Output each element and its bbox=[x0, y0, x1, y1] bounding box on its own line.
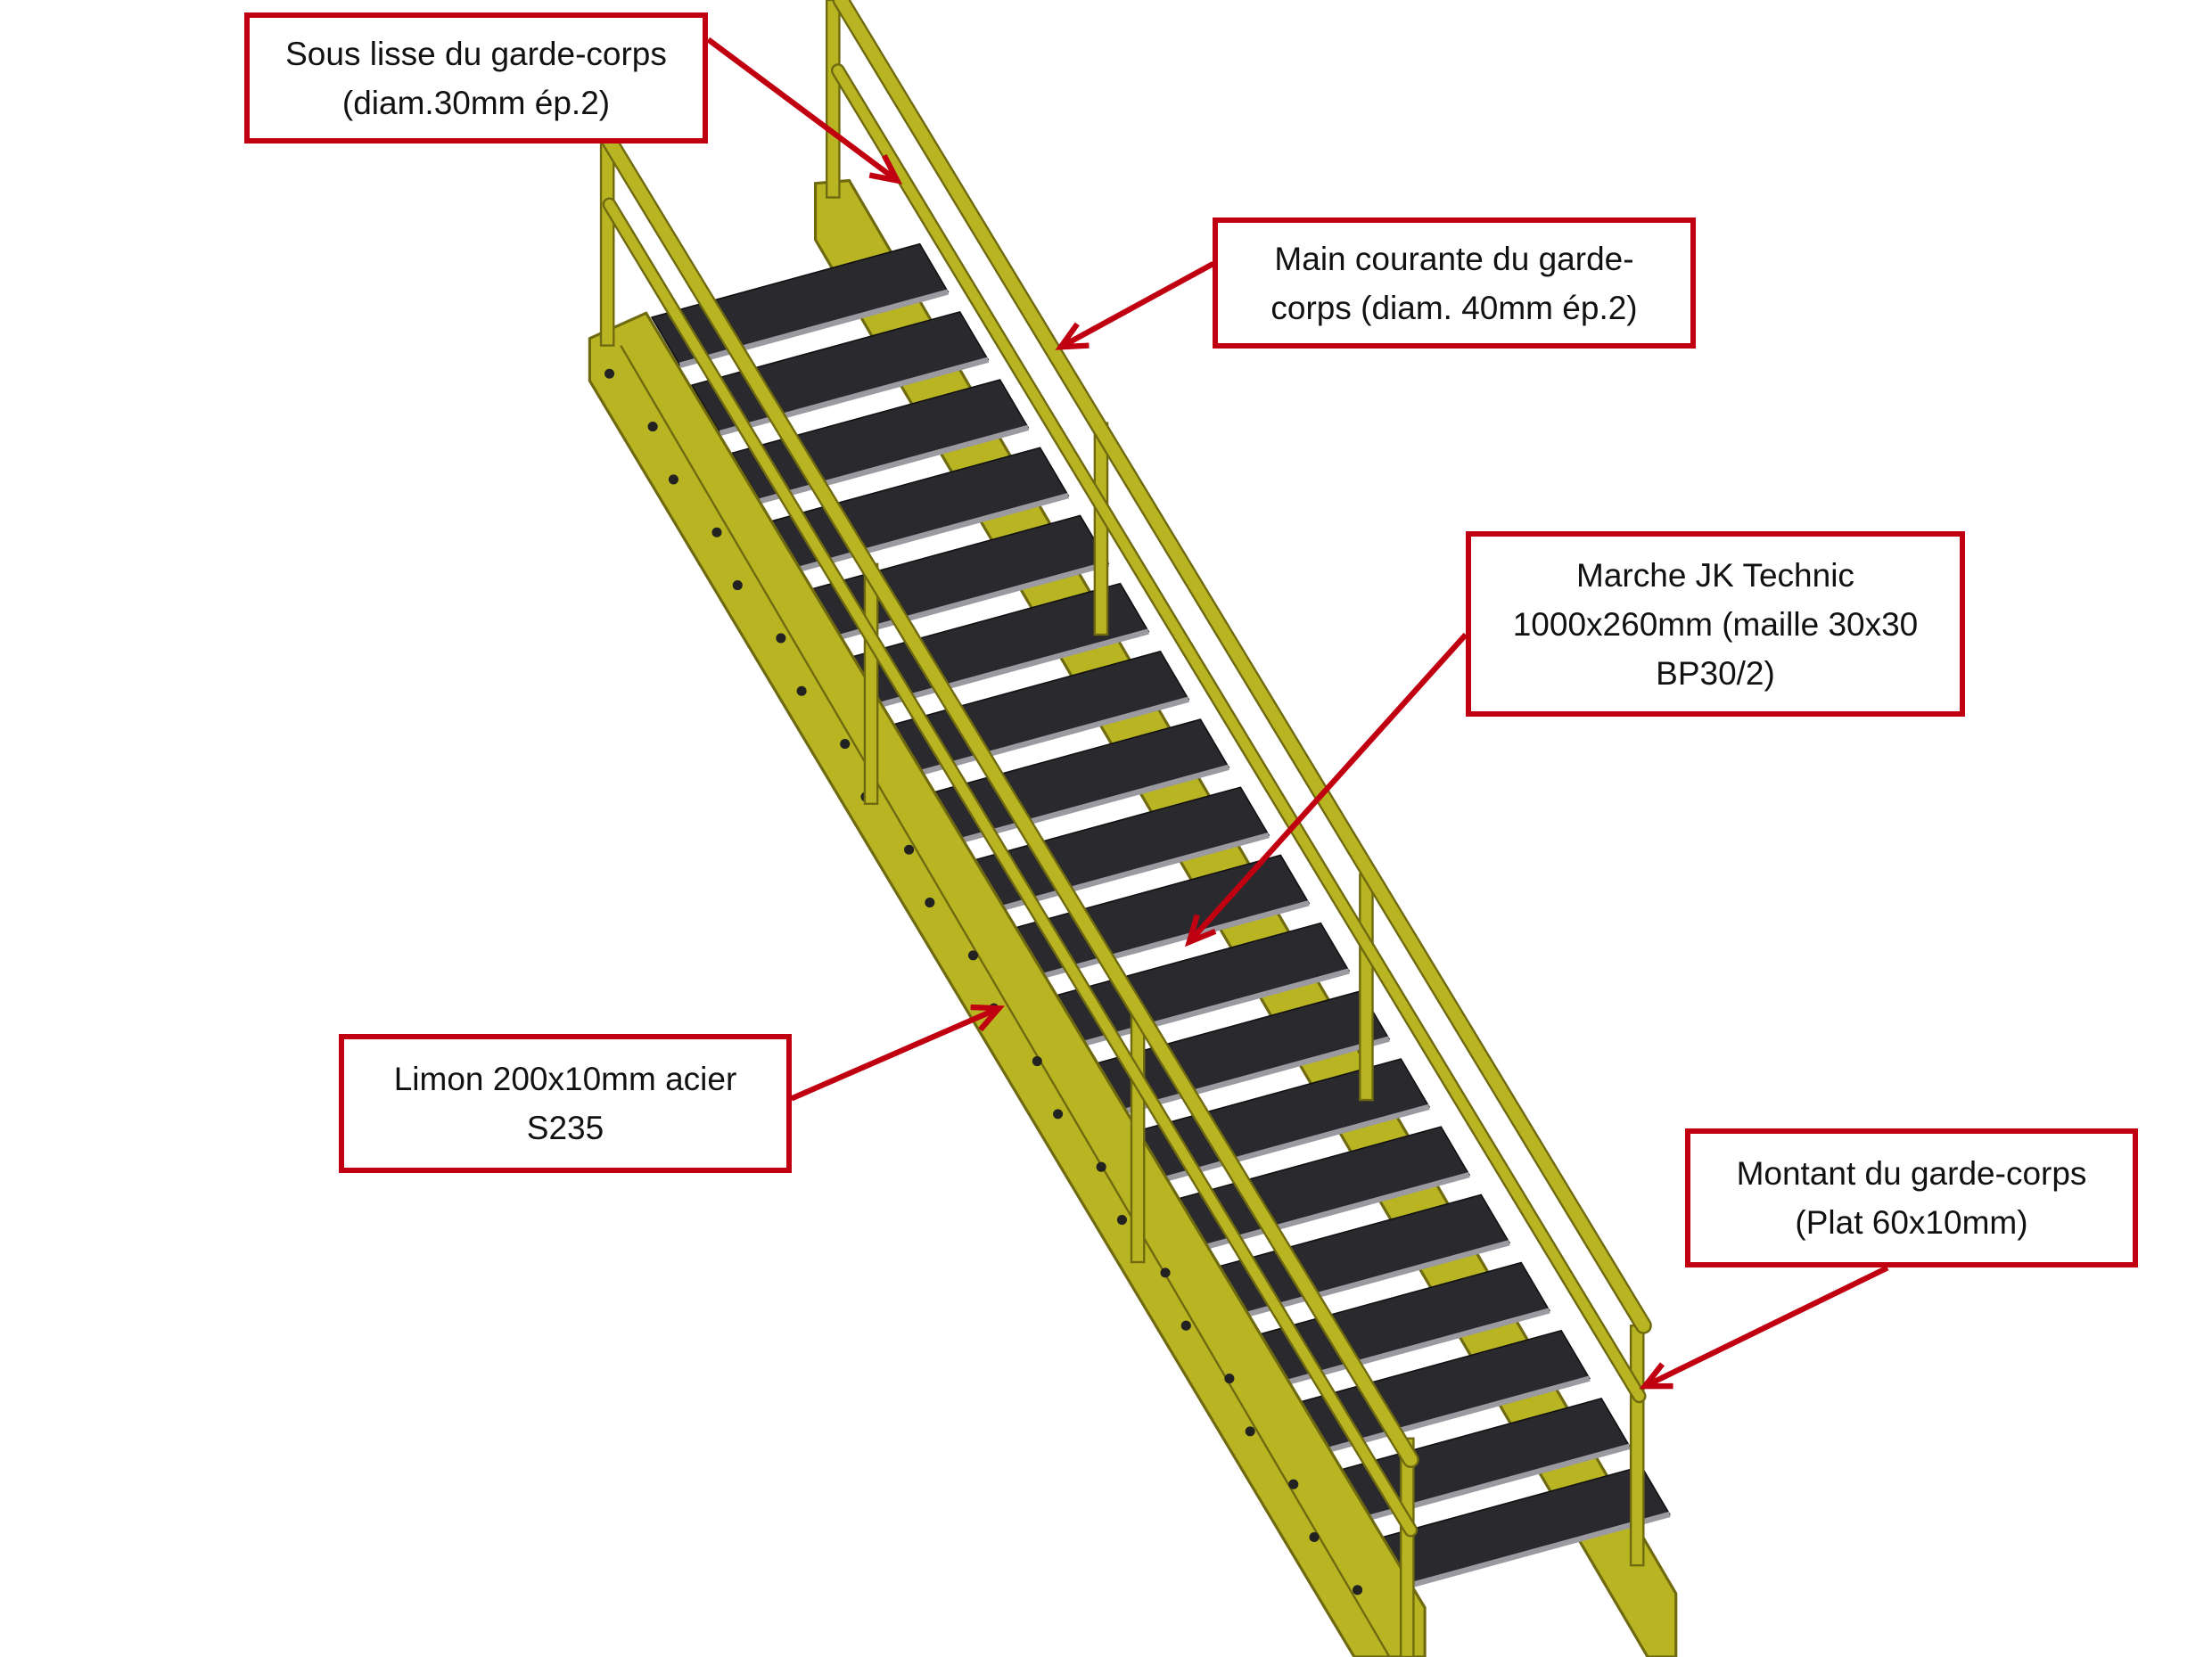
right-railing-post bbox=[826, 0, 841, 199]
bolt-hole bbox=[647, 422, 658, 432]
right-midrail bbox=[833, 65, 1645, 1401]
tread-nosing bbox=[1120, 1036, 1390, 1115]
bolt-hole bbox=[1180, 1320, 1191, 1331]
callout-marche: Marche JK Technic 1000x260mm (maille 30x… bbox=[1466, 531, 1965, 717]
left-midrail bbox=[604, 199, 1416, 1536]
bolt-hole bbox=[796, 685, 807, 696]
tread-nosing bbox=[1160, 1103, 1430, 1184]
left-railing-post bbox=[863, 562, 879, 805]
callout-montant: Montant du garde-corps (Plat 60x10mm) bbox=[1685, 1128, 2138, 1267]
bolt-hole bbox=[732, 580, 743, 591]
tread-nosing bbox=[719, 357, 990, 437]
bolt-hole bbox=[967, 950, 978, 961]
bolt-hole bbox=[776, 633, 786, 644]
bolt-hole bbox=[1245, 1426, 1255, 1437]
callout-text: Main courante du garde- corps (diam. 40m… bbox=[1270, 240, 1638, 326]
arrowhead-icon bbox=[1055, 322, 1090, 350]
callout-text: Marche JK Technic 1000x260mm (maille 30x… bbox=[1512, 556, 1919, 692]
callout-limon: Limon 200x10mm acier S235 bbox=[339, 1034, 792, 1173]
tread-nosing bbox=[799, 493, 1070, 572]
left-railing-post bbox=[1130, 1007, 1146, 1264]
right-handrail bbox=[834, 0, 1650, 1333]
bolt-hole bbox=[1288, 1479, 1299, 1489]
bolt-hole bbox=[925, 898, 935, 908]
bolt-hole bbox=[1353, 1585, 1363, 1595]
callout-arrow bbox=[1059, 261, 1215, 349]
left-stringer-edge bbox=[620, 345, 1391, 1657]
callout-main-courante: Main courante du garde- corps (diam. 40m… bbox=[1213, 217, 1696, 349]
tread-nosing bbox=[879, 628, 1149, 708]
bolt-hole bbox=[1160, 1267, 1171, 1278]
callout-sous-lisse: Sous lisse du garde-corps (diam.30mm ép.… bbox=[244, 12, 708, 144]
bolt-hole bbox=[1032, 1056, 1042, 1067]
bolt-hole bbox=[1309, 1531, 1320, 1543]
callout-arrow bbox=[1187, 632, 1468, 944]
tread-nosing bbox=[839, 561, 1110, 640]
tread-nosing bbox=[1080, 968, 1350, 1047]
tread-nosing bbox=[1320, 1375, 1591, 1455]
left-railing-post bbox=[599, 140, 615, 347]
bolt-hole bbox=[1096, 1161, 1106, 1172]
tread-nosing bbox=[759, 424, 1030, 504]
tread-nosing bbox=[959, 764, 1229, 844]
tread-nosing bbox=[1040, 900, 1310, 980]
left-handrail bbox=[603, 135, 1418, 1466]
bolt-hole bbox=[1116, 1215, 1127, 1226]
bolt-hole bbox=[904, 844, 915, 855]
arrowhead-icon bbox=[1184, 914, 1217, 947]
tread-nosing bbox=[1401, 1511, 1671, 1591]
bolt-hole bbox=[604, 368, 615, 379]
right-railing-post bbox=[1093, 422, 1109, 636]
callout-arrows bbox=[706, 37, 1889, 1390]
arrowhead-icon bbox=[970, 1004, 1005, 1032]
right-railing-post bbox=[1359, 873, 1374, 1102]
tread-nosing bbox=[999, 832, 1270, 912]
bolt-hole bbox=[1224, 1373, 1235, 1384]
right-railing-post bbox=[1629, 1325, 1645, 1567]
callout-arrow bbox=[1643, 1265, 1889, 1390]
arrowhead-icon bbox=[1639, 1362, 1673, 1390]
arrowhead-icon bbox=[868, 153, 903, 185]
callout-text: Sous lisse du garde-corps (diam.30mm ép.… bbox=[285, 35, 667, 121]
tread-nosing bbox=[1240, 1240, 1510, 1319]
tread-nosing bbox=[919, 696, 1189, 775]
callout-arrow bbox=[790, 1005, 1000, 1102]
staircase bbox=[588, 0, 1678, 1657]
bolt-hole bbox=[840, 739, 851, 750]
left-railing-post bbox=[1400, 1437, 1415, 1657]
tread-nosing bbox=[1200, 1171, 1470, 1251]
callout-text: Limon 200x10mm acier S235 bbox=[393, 1061, 737, 1146]
tread-nosing bbox=[678, 289, 950, 368]
tread-nosing bbox=[1280, 1308, 1550, 1387]
callout-arrow bbox=[706, 37, 900, 184]
bolt-hole bbox=[711, 527, 722, 537]
bolt-hole bbox=[668, 474, 678, 485]
callout-text: Montant du garde-corps (Plat 60x10mm) bbox=[1736, 1155, 2087, 1241]
bolt-hole bbox=[1053, 1109, 1064, 1120]
